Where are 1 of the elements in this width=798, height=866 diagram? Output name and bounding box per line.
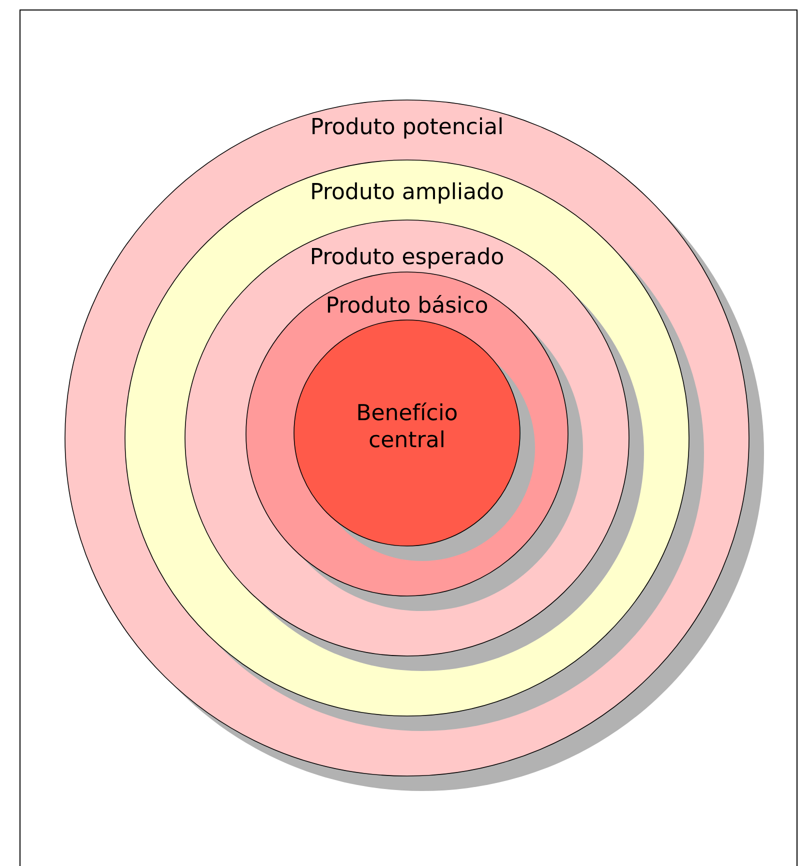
ring: Benefício central [294,320,535,561]
